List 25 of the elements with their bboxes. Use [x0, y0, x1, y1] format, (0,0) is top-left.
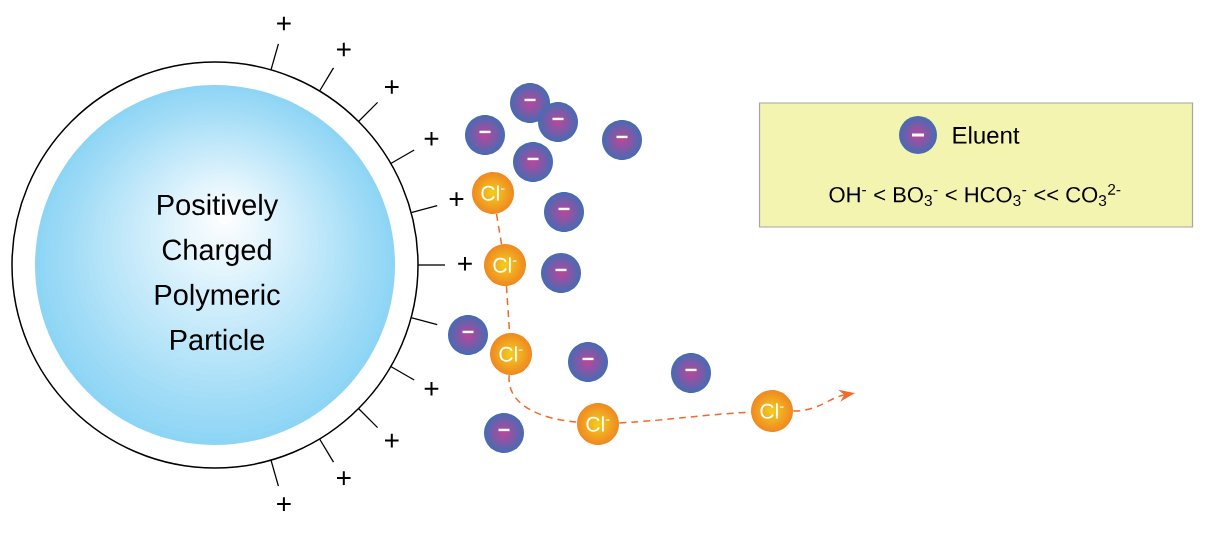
plus-sign: +: [424, 131, 439, 146]
chloride-ion: Cl$^{-}$: [577, 403, 619, 445]
legend-text: Eluent: [953, 126, 1020, 144]
chloride-ion: Cl$^{-}$: [472, 172, 514, 214]
eluent-ion: −: [541, 253, 581, 293]
plus-sign: +: [277, 497, 291, 511]
plus-sign: +: [385, 80, 399, 94]
eluent-ion: −: [465, 115, 505, 155]
plus-sign: +: [277, 16, 291, 31]
eluent-ion: −: [484, 413, 524, 453]
chloride-ion: Cl$^{-}$: [751, 390, 793, 432]
eluent-ion: −: [568, 342, 608, 382]
plus-sign: +: [458, 256, 472, 271]
eluent-ion: −: [448, 315, 488, 355]
plus-sign: +: [449, 192, 464, 206]
chloride-ion: Cl$^{-}$: [484, 244, 526, 286]
plus-sign: +: [424, 381, 439, 396]
eluent-ion: −: [671, 353, 711, 393]
chloride-ion: Cl$^{-}$: [490, 333, 532, 375]
ion-order-text: OH$^{-}$ < BO$_{3}$$^{-}$ < HCO$_{3}$$^{-}$ << CO$_{3}$2-: [829, 184, 1121, 207]
eluent-ion: −: [544, 192, 584, 232]
eluent-ion: −: [538, 102, 578, 142]
eluent-ion: −: [602, 120, 642, 160]
plus-sign: +: [385, 433, 399, 448]
eluent-ion: −: [513, 142, 553, 182]
